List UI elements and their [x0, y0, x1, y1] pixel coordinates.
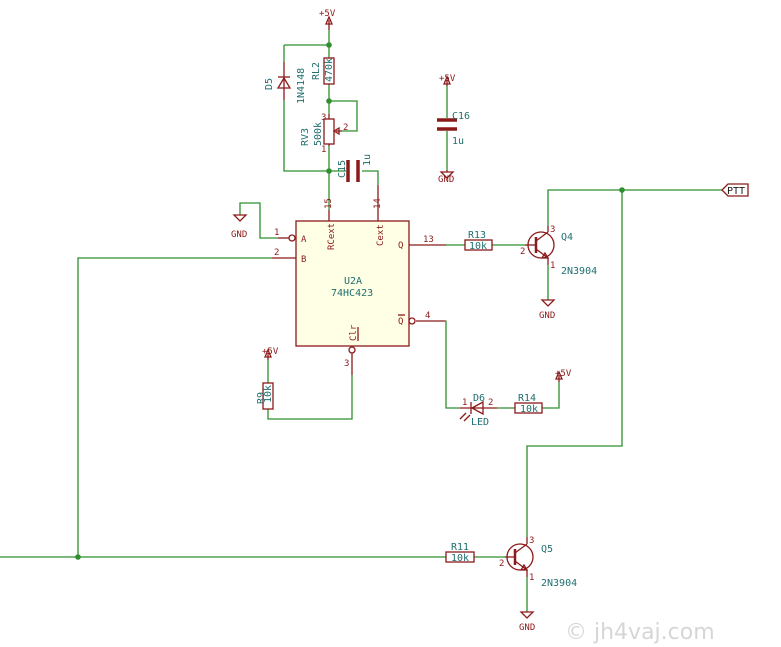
u2a-pin1-number: 1	[274, 228, 279, 238]
u2a-pin15-number: 15	[324, 198, 334, 209]
rv3-potentiometer: 3 2 1 RV3 500k	[300, 113, 348, 155]
ptt-net-label: PTT	[721, 183, 749, 197]
q5-value: 2N3904	[541, 578, 577, 589]
vcc-label: +5V	[439, 74, 456, 84]
u2a-pin-rcext-label: RCext	[327, 223, 337, 250]
u2a-value: 74HC423	[331, 288, 373, 299]
q5-reference: Q5	[541, 544, 553, 555]
r13-reference: R13	[468, 230, 486, 241]
r14-value: 10k	[520, 404, 538, 415]
r11-reference: R11	[451, 542, 469, 553]
rl2-reference: RL2	[311, 62, 322, 80]
rv3-pin1: 1	[321, 145, 326, 155]
vcc-label: +5V	[262, 347, 279, 357]
d6-led: 1 2 D6 LED	[459, 393, 497, 428]
d6-value: LED	[471, 417, 489, 428]
q5-pin-emitter: 1	[529, 573, 534, 583]
ptt-label: PTT	[727, 186, 745, 197]
rv3-pin2: 2	[343, 123, 348, 133]
d5-value: 1N4148	[296, 68, 307, 104]
vcc-label: +5V	[319, 9, 336, 19]
q5-pin-base: 2	[499, 559, 504, 569]
q4-pin-emitter: 1	[550, 261, 555, 271]
q4-transistor: 2 3 1 Q4 2N3904	[520, 225, 597, 277]
rv3-reference: RV3	[300, 128, 311, 146]
vcc-label: +5V	[555, 369, 572, 379]
q5-transistor: 2 3 1 Q5 2N3904	[499, 536, 577, 589]
gnd-symbol-pina: GND	[231, 214, 248, 240]
junctions	[75, 42, 625, 560]
r13-resistor: R13 10k	[464, 230, 493, 252]
r9-resistor: R9 10k	[256, 382, 274, 410]
c16-value: 1u	[452, 136, 464, 147]
u2a-pin14-number: 14	[373, 198, 383, 209]
d5-diode: D5 1N4148	[264, 62, 307, 104]
d6-pin2: 2	[488, 398, 493, 408]
r14-reference: R14	[518, 393, 536, 404]
r13-value: 10k	[469, 241, 487, 252]
vcc-symbol-top: +5V	[319, 9, 336, 30]
gnd-symbol-c16: GND	[438, 170, 455, 185]
r9-value: 10k	[263, 385, 274, 403]
c15-value: 1u	[362, 154, 373, 166]
vcc-symbol-c16: +5V	[439, 74, 456, 86]
u2a-ic: 1 2 3 4 13 14 15 A B RCext Cext Q Q Clr …	[272, 185, 446, 375]
q4-reference: Q4	[561, 232, 573, 243]
u2a-pin-qbar-label: Q	[398, 317, 403, 327]
gnd-symbol-q5: GND	[519, 611, 535, 633]
vcc-symbol-r9: +5V	[262, 347, 279, 360]
gnd-symbol-q4: GND	[539, 299, 556, 321]
q4-pin-base: 2	[520, 247, 525, 257]
watermark-text: © jh4vaj.com	[565, 620, 715, 645]
r11-value: 10k	[451, 553, 469, 564]
u2a-pin-cext-label: Cext	[376, 224, 386, 246]
u2a-pin-clr-label: Clr	[349, 324, 359, 341]
d6-pin1: 1	[462, 398, 467, 408]
rl2-resistor: RL2 470k	[311, 57, 335, 85]
r14-resistor: R14 10k	[514, 393, 543, 415]
u2a-pin-a-label: A	[301, 235, 307, 245]
q4-value: 2N3904	[561, 266, 597, 277]
gnd-label: GND	[539, 311, 555, 321]
q4-pin-collector: 3	[550, 225, 555, 235]
u2a-pin-b-label: B	[301, 255, 306, 265]
d5-reference: D5	[264, 78, 275, 90]
c15-reference: C15	[337, 160, 348, 178]
u2a-pin-q-label: Q	[398, 241, 403, 251]
r9-reference: R9	[256, 392, 267, 404]
wires	[0, 30, 722, 612]
d6-reference: D6	[473, 393, 485, 404]
u2a-pin2-number: 2	[274, 248, 279, 258]
rv3-value: 500k	[313, 122, 324, 146]
u2a-pin4-number: 4	[425, 311, 430, 321]
gnd-label: GND	[438, 175, 454, 185]
rv3-pin3: 3	[321, 113, 326, 123]
c15-capacitor: C15 1u	[337, 154, 373, 182]
c16-reference: C16	[452, 111, 470, 122]
u2a-pin13-number: 13	[423, 235, 434, 245]
c16-capacitor: C16 1u	[437, 111, 470, 147]
vcc-symbol-r14: +5V	[555, 369, 572, 382]
q5-pin-collector: 3	[529, 536, 534, 546]
rl2-value: 470k	[324, 58, 335, 82]
u2a-pin3-number: 3	[344, 359, 349, 369]
gnd-label: GND	[519, 623, 535, 633]
gnd-label: GND	[231, 230, 247, 240]
u2a-reference: U2A	[344, 276, 362, 287]
r11-resistor: R11 10k	[445, 542, 475, 564]
